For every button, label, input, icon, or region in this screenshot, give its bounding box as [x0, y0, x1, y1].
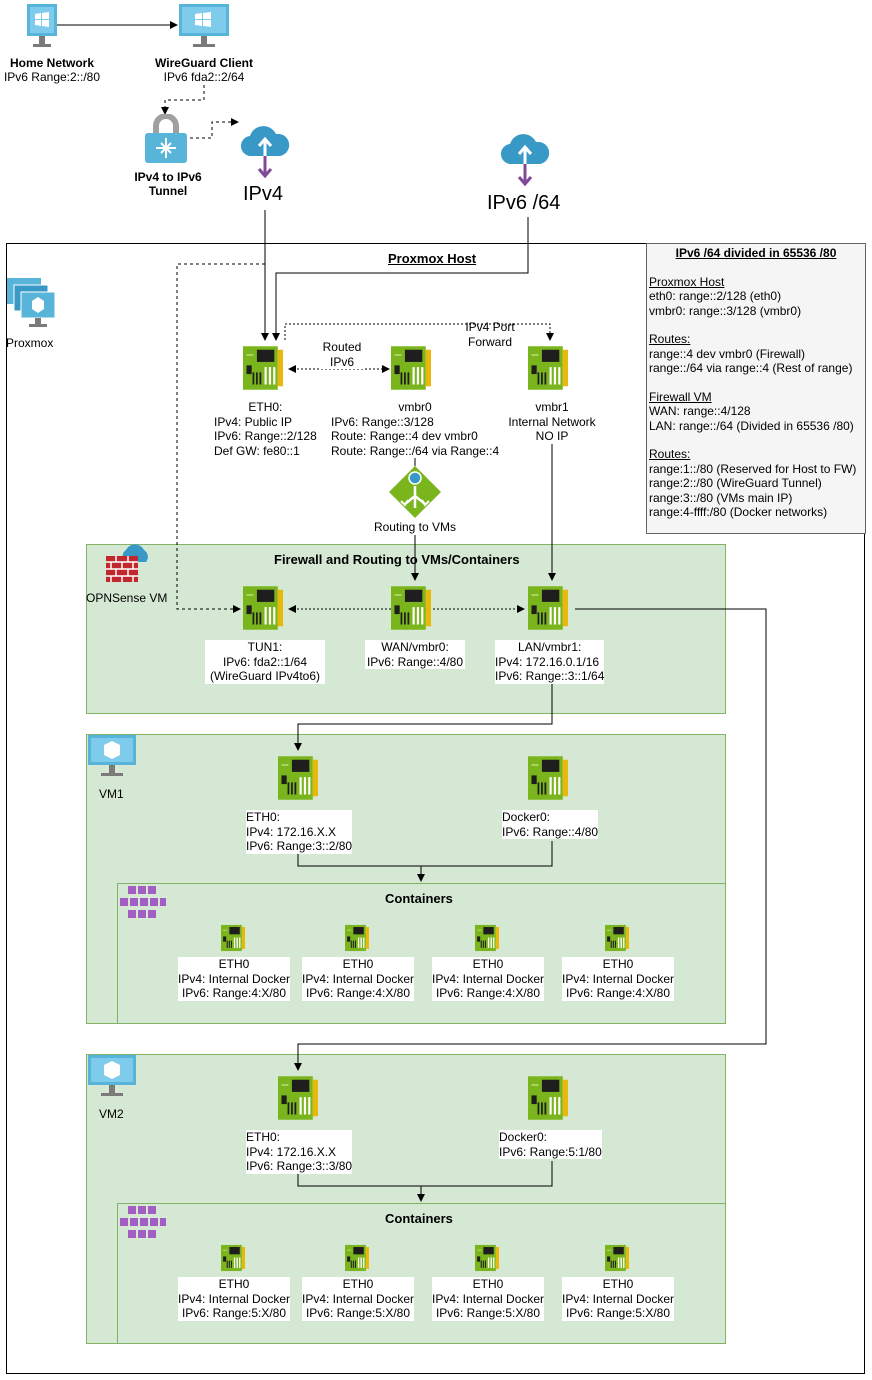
firewall-title: Firewall and Routing to VMs/Containers — [274, 552, 520, 567]
fw-tun1-details: TUN1: IPv6: fda2::1/64 (WireGuard IPv4to… — [205, 640, 325, 684]
info-section-heading: Routes: — [649, 332, 691, 346]
info-section-line: range:3::/80 (VMs main IP) — [649, 490, 793, 505]
home-network-title: Home Network — [9, 56, 95, 70]
vm1-containers-icon — [120, 886, 166, 918]
port-forward-label: IPv4 Port Forward — [465, 320, 515, 349]
opnsense-label: OPNSense VM — [86, 591, 168, 605]
vm1-containers-title: Containers — [385, 891, 453, 906]
info-section-line: range::/64 via range::4 (Rest of range) — [649, 361, 853, 375]
vm2-containers-zone — [117, 1203, 726, 1344]
vm2-containers-title: Containers — [385, 1211, 453, 1226]
home-network-monitor-icon — [27, 4, 57, 47]
vm1-eth0-details: ETH0: IPv4: 172.16.X.X IPv6: Range:3::2/… — [246, 810, 353, 854]
host-eth0-nic-icon — [243, 343, 283, 396]
proxmox-host-container — [6, 243, 865, 1374]
routed-ipv6-label: Routed IPv6 — [320, 340, 364, 369]
vm1-container-nic-icon — [475, 924, 499, 955]
proxmox-host-title: Proxmox Host — [388, 251, 477, 266]
info-section-line: eth0: range::2/128 (eth0) — [649, 289, 782, 303]
host-vmbr0-details: vmbr0 IPv6: Range::3/128 Route: Range::4… — [331, 400, 500, 458]
vm2-eth0-nic-icon — [278, 1073, 318, 1126]
vm1-eth0-nic-icon — [278, 753, 318, 806]
ipv6-allocation-info-box: IPv6 /64 divided in 65536 /80 Proxmox Ho… — [646, 243, 866, 534]
firewall-icon — [106, 544, 148, 582]
proxmox-label: Proxmox — [6, 336, 54, 350]
info-box-title: IPv6 /64 divided in 65536 /80 — [675, 246, 837, 260]
wireguard-client-title: WireGuard Client — [155, 56, 253, 70]
vm1-monitor-icon — [88, 735, 136, 776]
info-section-line: range::4 dev vmbr0 (Firewall) — [649, 346, 806, 361]
vm1-container-nic-icon — [221, 924, 245, 955]
vm2-container-nic-icon — [475, 1244, 499, 1275]
fw-tun1-nic-icon — [243, 583, 283, 636]
ipv6-cloud-label: IPv6 /64 — [487, 192, 561, 214]
host-vmbr1-nic-icon — [528, 343, 568, 396]
tunnel-label-2: Tunnel — [148, 184, 188, 198]
vm1-container-nic-icon — [605, 924, 629, 955]
vm2-label: VM2 — [99, 1107, 124, 1121]
vm2-containers-icon — [120, 1206, 166, 1238]
firewall-zone — [86, 544, 726, 714]
vm1-label: VM1 — [99, 787, 124, 801]
vm1-docker0-details: Docker0: IPv6: Range::4/80 — [502, 810, 599, 839]
wireguard-client-monitor-icon — [179, 4, 229, 47]
vm2-container-nic-icon — [345, 1244, 369, 1275]
fw-wan-details: WAN/vmbr0: IPv6: Range::4/80 — [365, 640, 465, 669]
info-section-heading: Routes: — [649, 447, 691, 461]
routing-label: Routing to VMs — [370, 520, 460, 535]
routing-icon — [389, 466, 441, 518]
fw-lan-details: LAN/vmbr1: IPv4: 172.16.0.1/16 IPv6: Ran… — [495, 640, 605, 684]
info-section-line: range:2::/80 (WireGuard Tunnel) — [649, 476, 822, 490]
vm1-docker0-nic-icon — [528, 753, 568, 806]
vm2-docker0-details: Docker0: IPv6: Range:5:1/80 — [499, 1130, 602, 1159]
tunnel-label-1: IPv4 to IPv6 — [134, 170, 202, 184]
info-section-line: WAN: range::4/128 — [649, 404, 751, 418]
vm2-container-nic-icon — [605, 1244, 629, 1275]
vm2-monitor-icon — [88, 1055, 136, 1096]
info-section-line: LAN: range::/64 (Divided in 65536 /80) — [649, 418, 854, 433]
host-vmbr1-details: vmbr1 Internal Network NO IP — [507, 400, 597, 444]
wireguard-client-ip: IPv6 fda2::2/64 — [163, 70, 245, 84]
vm2-container-nic-icon — [221, 1244, 245, 1275]
host-eth0-name: ETH0: — [248, 400, 283, 414]
vm2-eth0-details: ETH0: IPv4: 172.16.X.X IPv6: Range:3::3/… — [246, 1130, 353, 1174]
vm1-container-nic-icon — [345, 924, 369, 955]
host-vmbr0-nic-icon — [391, 343, 431, 396]
host-eth0-details: ETH0: IPv4: Public IP IPv6: Range::2/128… — [214, 400, 317, 458]
info-section-heading: Firewall VM — [649, 389, 712, 404]
ipv4-cloud-icon — [240, 126, 290, 178]
ipv6-cloud-icon — [500, 134, 550, 186]
home-network-range: IPv6 Range:2::/80 — [3, 70, 101, 84]
ipv4-cloud-label: IPv4 — [243, 183, 284, 205]
fw-lan-nic-icon — [528, 583, 568, 636]
vm2-docker0-nic-icon — [528, 1073, 568, 1126]
vpn-lock-icon — [145, 114, 187, 163]
vm1-containers-zone — [117, 883, 726, 1024]
fw-wan-nic-icon — [391, 583, 431, 636]
info-section-line: range:1::/80 (Reserved for Host to FW) — [649, 461, 857, 476]
info-section-line: vmbr0: range::3/128 (vmbr0) — [649, 303, 802, 318]
info-section-line: range:4-ffff:/80 (Docker networks) — [649, 505, 828, 519]
proxmox-servers-icon — [7, 278, 56, 327]
info-section-heading: Proxmox Host — [649, 274, 725, 289]
